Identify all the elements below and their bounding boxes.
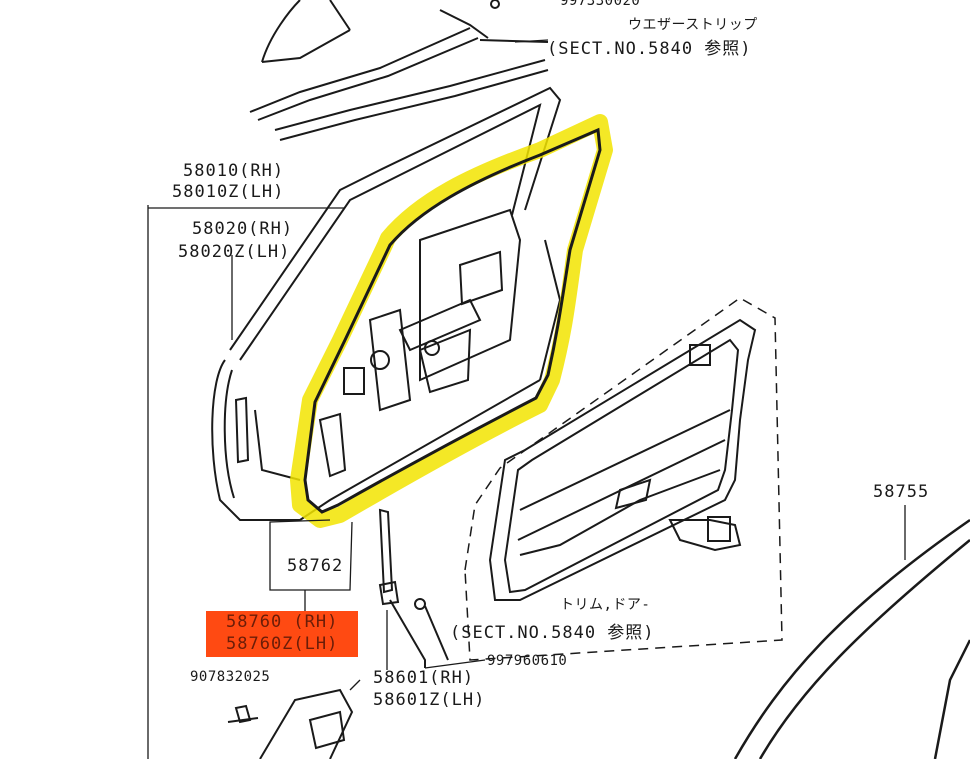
label-trim-jp: トリム,ドア- [560,597,651,613]
label-58020z-lh: 58020Z(LH) [178,242,291,262]
label-58760-rh: 58760 (RH) [226,612,339,632]
label-weatherstrip-jp: ウエザーストリップ [628,17,758,33]
label-58601z-lh: 58601Z(LH) [373,690,486,710]
label-907832025: 907832025 [190,669,271,685]
body-moulding [733,518,970,759]
trim-section-border [464,297,783,661]
belt-moulding [249,0,549,141]
label-58020-rh: 58020(RH) [192,219,294,239]
label-58010-rh: 58010(RH) [183,161,285,181]
label-58762: 58762 [287,556,344,576]
door-check [378,508,449,668]
door-shell [211,86,562,521]
label-997330020: 997330020 [560,0,641,9]
weatherstrip-highlight [290,114,613,528]
part-58760-highlight [206,611,358,657]
door-trim-panel [488,318,757,601]
label-58601-rh: 58601(RH) [373,668,475,688]
label-58760z-lh: 58760Z(LH) [226,634,339,654]
weatherstrip [303,127,602,514]
lower-bracket [227,688,354,759]
leader-lines [147,39,906,759]
window-glass [261,0,351,63]
label-sect-bottom: (SECT.NO.5840 参照) [450,623,655,643]
label-58010z-lh: 58010Z(LH) [172,182,285,202]
label-997960610: 997960610 [487,653,568,669]
label-sect-top: (SECT.NO.5840 参照) [547,39,752,59]
label-58755: 58755 [873,482,930,502]
